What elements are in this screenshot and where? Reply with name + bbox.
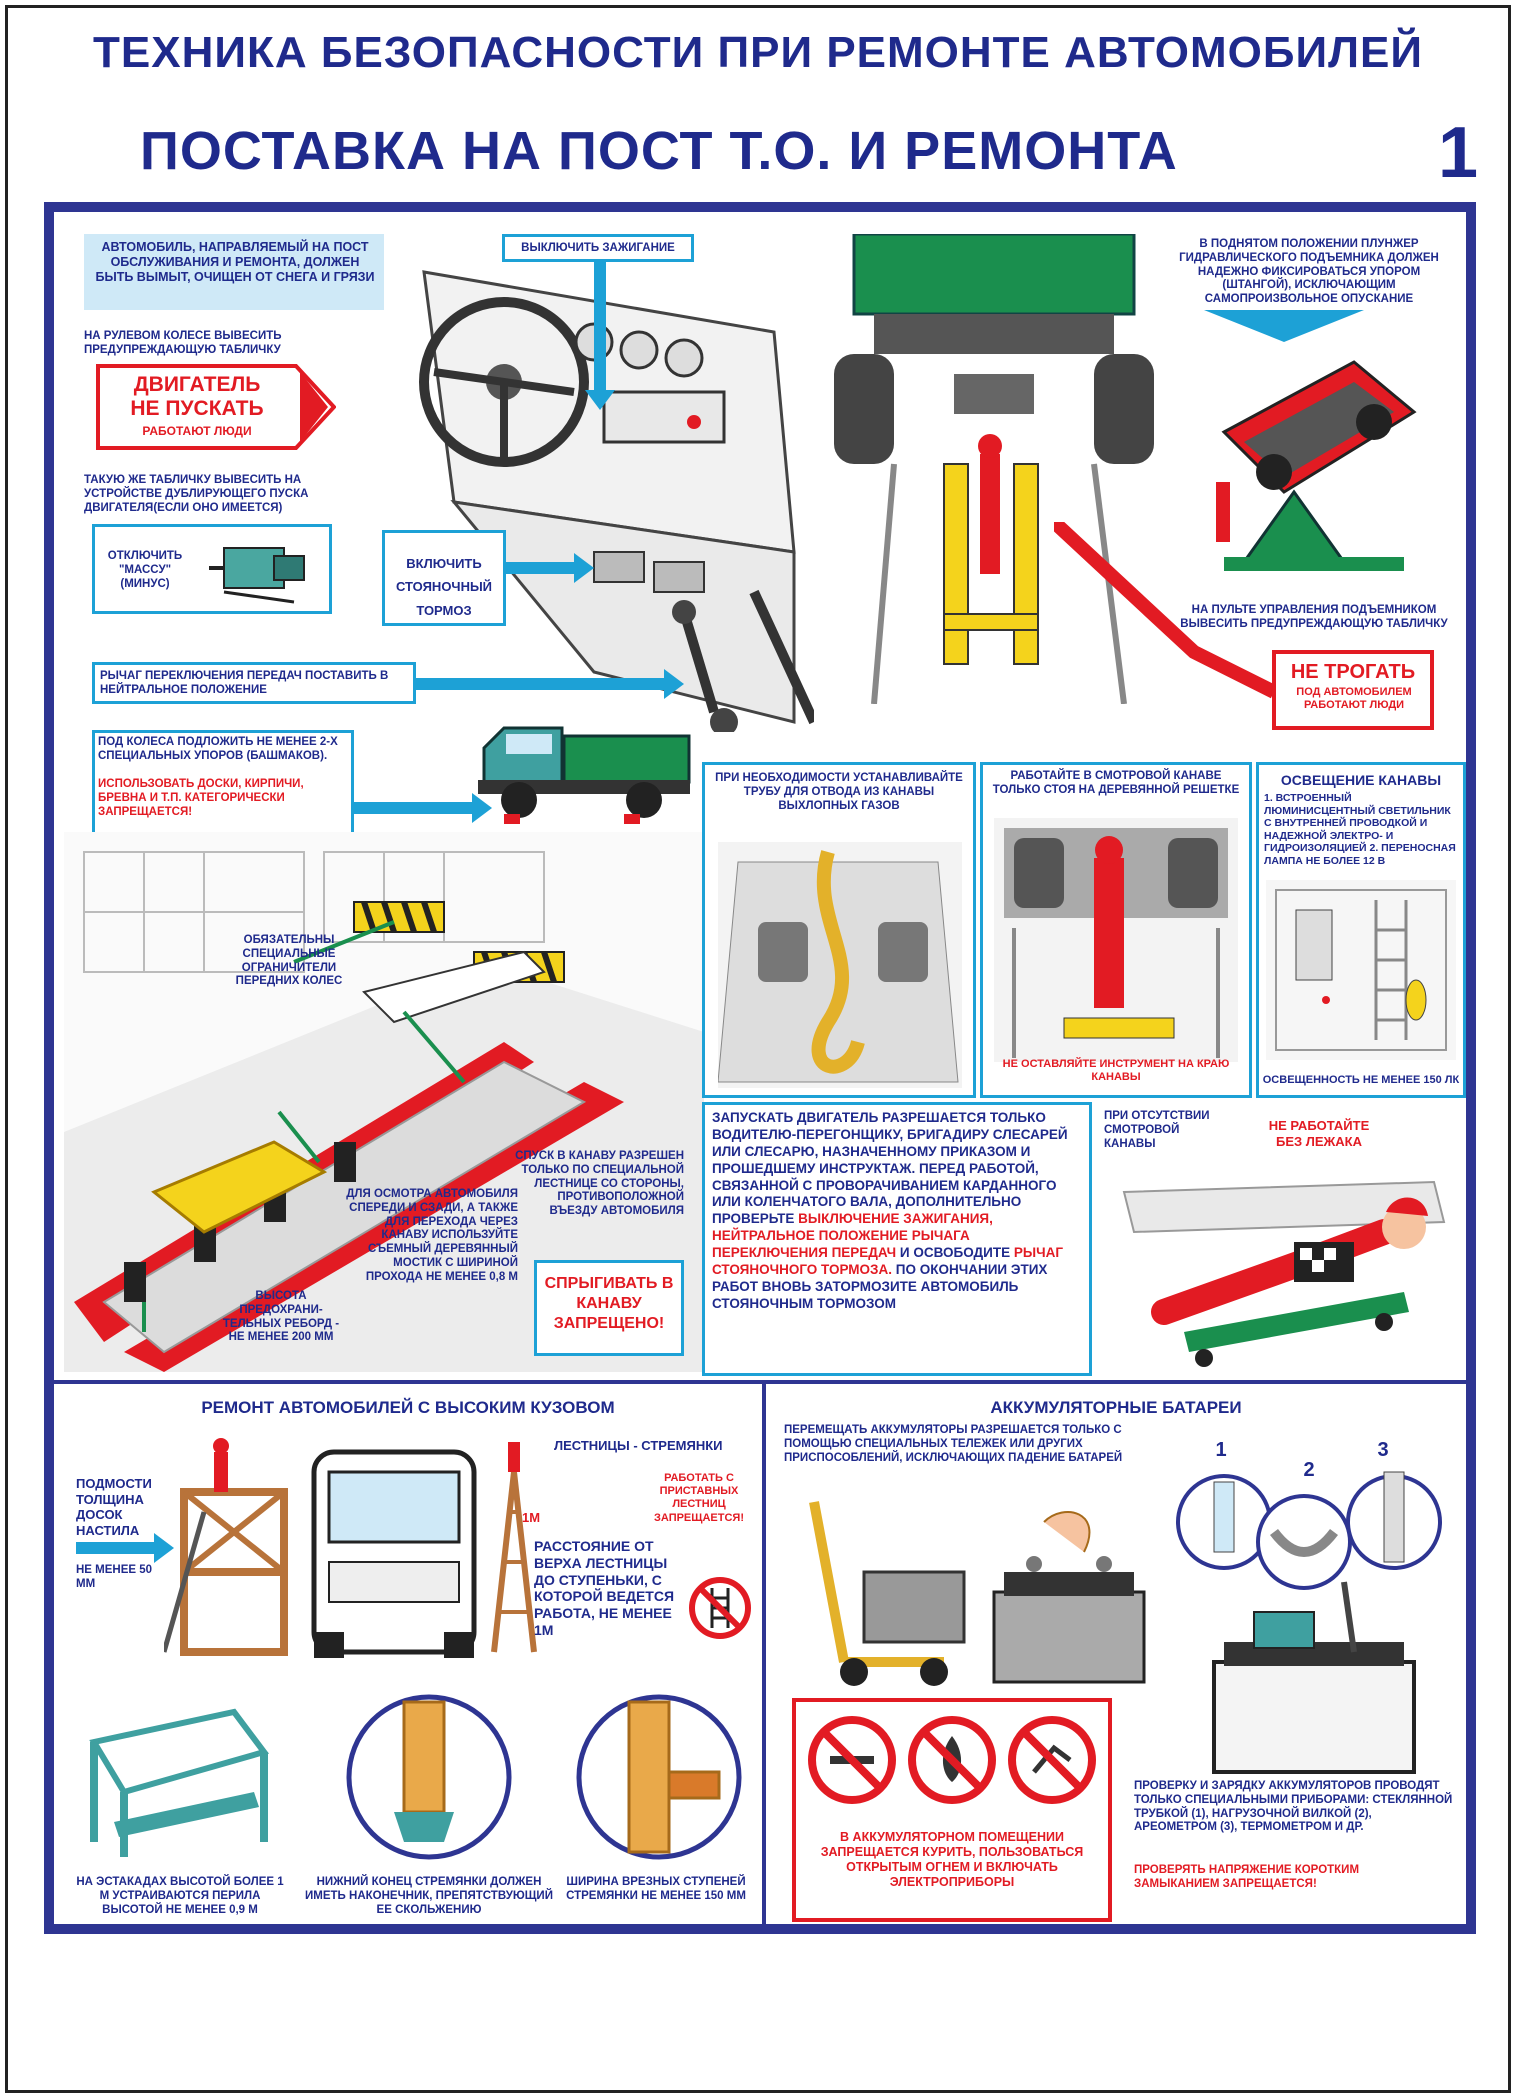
- no-jump-warning: СПРЫГИВАТЬ В КАНАВУ ЗАПРЕЩЕНО!: [544, 1275, 674, 1332]
- page-number: 1: [1438, 113, 1479, 193]
- pit-descent-note: СПУСК В КАНАВУ РАЗРЕШЕН ТОЛЬКО ПО СПЕЦИА…: [515, 1150, 684, 1218]
- overpass-illustration: [89, 1708, 270, 1857]
- battery-forbidden-note: В АККУМУЛЯТОРНОМ ПОМЕЩЕНИИ ЗАПРЕЩАЕТСЯ К…: [820, 1830, 1084, 1889]
- truck-illustration: [478, 726, 691, 824]
- gear-lever-box: [92, 662, 416, 704]
- dashboard-illustration: [419, 270, 814, 732]
- engine-sign-line3: РАБОТАЮТ ЛЮДИ: [142, 424, 252, 438]
- scaffold-min: НЕ МЕНЕЕ 50 мм: [76, 1564, 153, 1590]
- ladder-tip-note: НИЖНИЙ КОНЕЦ СТРЕМЯНКИ ДОЛЖЕН ИМЕТЬ НАКО…: [305, 1876, 553, 1916]
- scaffold-note: ПОДМОСТИ ТОЛЩИНА ДОСОК НАСТИЛА: [76, 1476, 152, 1538]
- ladder-tip-illustration: [346, 1694, 512, 1860]
- ignition-arrow: [585, 262, 615, 410]
- control-cable: [1054, 522, 1274, 699]
- parking-brake-arrow: [506, 553, 594, 583]
- lift-note: В ПОДНЯТОМ ПОЛОЖЕНИИ ПЛУНЖЕР ГИДРАВЛИЧЕС…: [1179, 238, 1439, 306]
- short-circuit-warning: ПРОВЕРЯТЬ НАПРЯЖЕНИЕ КОРОТКИМ ЗАМЫКАНИЕМ…: [1134, 1864, 1360, 1890]
- battery-tools-illustration: [1176, 1471, 1442, 1774]
- engine-start-p3: ПО ОКОНЧАНИИ ЭТИХ РАБОТ ВНОВЬ ЗАТОРМОЗИТ…: [712, 1261, 1048, 1311]
- do-not-touch-sign: [1272, 650, 1434, 730]
- wash-note: АВТОМОБИЛЬ, НАПРАВЛЯЕМЫЙ НА ПОСТ ОБСЛУЖИ…: [95, 240, 375, 284]
- car-lift-illustration: [1216, 360, 1417, 571]
- lighting-level: ОСВЕЩЕННОСТЬ НЕ МЕНЕЕ 150 лк: [1262, 1074, 1460, 1086]
- prohibition-signs: [808, 1716, 1096, 1804]
- page-title: ТЕХНИКА БЕЗОПАСНОСТИ ПРИ РЕМОНТЕ АВТОМОБ…: [93, 28, 1423, 77]
- engine-start-p1: ЗАПУСКАТЬ ДВИГАТЕЛЬ РАЗРЕШАЕТСЯ ТОЛЬКО В…: [712, 1110, 1068, 1227]
- pit-rim-height-note: ВЫСОТА ПРЕДОХРАНИ-ТЕЛЬНЫХ РЕБОРД - НЕ МЕ…: [222, 1290, 340, 1344]
- gear-lever-arrow: [416, 669, 684, 699]
- page-subtitle: ПОСТАВКА НА ПОСТ Т.О. И РЕМОНТА: [140, 121, 1178, 181]
- lighting-illustration: [1266, 880, 1456, 1060]
- gear-lever-label: РЫЧАГ ПЕРЕКЛЮЧЕНИЯ ПЕРЕДАЧ ПОСТАВИТЬ В Н…: [100, 670, 389, 696]
- section-divider: [54, 1380, 1466, 1384]
- grate-note: РАБОТАЙТЕ В СМОТРОВОЙ КАНАВЕ ТОЛЬКО СТОЯ…: [992, 770, 1240, 796]
- engine-start-p2: И ОСВОБОДИТЕ: [899, 1245, 1011, 1260]
- panel-note: НА ПУЛЬТЕ УПРАВЛЕНИЯ ПОДЪЕМНИКОМ ВЫВЕСИТ…: [1180, 604, 1448, 630]
- ladders-label: ЛЕСТНИЦЫ - СТРЕМЯНКИ: [554, 1438, 723, 1453]
- chocks-warning: ИСПОЛЬЗОВАТЬ ДОСКИ, КИРПИЧИ, БРЕВНА И Т.…: [98, 778, 304, 818]
- chocks-note: ПОД КОЛЕСА ПОДЛОЖИТЬ НЕ МЕНЕЕ 2-Х СПЕЦИА…: [98, 736, 338, 762]
- tool-number-1: 1: [1215, 1439, 1227, 1461]
- mass-switch-label: ОТКЛЮЧИТЬ "МАССУ" (МИНУС): [107, 550, 183, 590]
- parking-brake-label: ВКЛЮЧИТЬ СТОЯНОЧНЫЙ ТОРМОЗ: [395, 556, 493, 618]
- engine-start-r2: РЫЧАГ СТОЯНОЧНОГО ТОРМОЗА.: [712, 1245, 1063, 1277]
- engine-sign-line2: НЕ ПУСКАТЬ: [130, 397, 264, 420]
- battery-move-note: ПЕРЕМЕЩАТЬ АККУМУЛЯТОРЫ РАЗРЕШАЕТСЯ ТОЛЬ…: [784, 1424, 1123, 1464]
- engine-start-box: [702, 1102, 1092, 1376]
- battery-switch-illustration: [209, 547, 305, 604]
- lift-down-arrow: [1204, 310, 1364, 342]
- no-lean-ladders: РАБОТАТЬ С ПРИСТАВНЫХ ЛЕСТНИЦ ЗАПРЕЩАЕТС…: [654, 1472, 744, 1524]
- engine-start-text: ЗАПУСКАТЬ ДВИГАТЕЛЬ РАЗРЕШАЕТСЯ ТОЛЬКО В…: [712, 1110, 1086, 1313]
- lighting-text: 1. ВСТРОЕННЫЙ ЛЮМИНИСЦЕНТНЫЙ СВЕТИЛЬНИК …: [1264, 792, 1456, 867]
- bottom-divider: [762, 1384, 766, 1924]
- do-not-touch-main: НЕ ТРОГАТЬ: [1290, 661, 1416, 683]
- grate-warning: НЕ ОСТАВЛЯЙТЕ ИНСТРУМЕНТ НА КРАЮ КАНАВЫ: [1002, 1058, 1230, 1084]
- scaffold-arrow: [76, 1533, 174, 1563]
- exhaust-note: ПРИ НЕОБХОДИМОСТИ УСТАНАВЛИВАЙТЕ ТРУБУ Д…: [715, 772, 963, 812]
- batteries-title: АККУМУЛЯТОРНЫЕ БАТАРЕИ: [990, 1398, 1242, 1417]
- no-jump-box: [534, 1260, 684, 1356]
- exhaust-illustration: [718, 842, 962, 1088]
- creeper-note: ПРИ ОТСУТСТВИИ СМОТРОВОЙ КАНАВЫ: [1104, 1110, 1210, 1150]
- scaffold-bus-illustration: [164, 1438, 537, 1658]
- engine-start-r1: ВЫКЛЮЧЕНИЕ ЗАЖИГАНИЯ, НЕЙТРАЛЬНОЕ ПОЛОЖЕ…: [712, 1211, 993, 1260]
- one-meter-label: 1м: [522, 1510, 541, 1525]
- tool-number-3: 3: [1377, 1439, 1389, 1461]
- dup-start-note: ТАКУЮ ЖЕ ТАБЛИЧКУ ВЫВЕСИТЬ НА УСТРОЙСТВЕ…: [84, 474, 309, 514]
- wheel-sign-note: НА РУЛЕВОМ КОЛЕСЕ ВЫВЕСИТЬ ПРЕДУПРЕЖДАЮЩ…: [84, 330, 282, 356]
- tool-number-2: 2: [1303, 1459, 1315, 1481]
- ignition-label: ВЫКЛЮЧИТЬ ЗАЖИГАНИЕ: [521, 242, 675, 254]
- battery-check-note: ПРОВЕРКУ И ЗАРЯДКУ АККУМУЛЯТОРОВ ПРОВОДЯ…: [1134, 1780, 1453, 1834]
- creeper-illustration: [1122, 1180, 1446, 1367]
- chocks-box: [92, 730, 354, 838]
- battery-cart-illustration: [809, 1501, 1146, 1686]
- pit-limiters-note: ОБЯЗАТЕЛЬНЫ СПЕЦИАЛЬНЫЕ ОГРАНИЧИТЕЛИ ПЕР…: [235, 934, 343, 988]
- wash-note-box: [84, 234, 384, 310]
- railing-note: НА ЭСТАКАДАХ ВЫСОТОЙ БОЛЕЕ 1 м УСТРАИВАЮ…: [76, 1876, 284, 1916]
- lighting-title: ОСВЕЩЕНИЕ КАНАВЫ: [1280, 772, 1442, 788]
- lift-truck-illustration: [834, 234, 1154, 704]
- page-border: [5, 5, 1511, 2093]
- parking-brake-box: [382, 530, 506, 626]
- ladder-step-note: ШИРИНА ВРЕЗНЫХ СТУПЕНЕЙ СТРЕМЯНКИ НЕ МЕН…: [566, 1876, 746, 1902]
- poster-panel: АВТОМОБИЛЬ, НАПРАВЛЯЕМЫЙ НА ПОСТ ОБСЛУЖИ…: [44, 202, 1476, 1934]
- chocks-arrow: [354, 793, 492, 823]
- grate-illustration: [994, 818, 1238, 1062]
- creeper-warning: НЕ РАБОТАЙТЕ БЕЗ ЛЕЖАКА: [1268, 1118, 1370, 1149]
- pit-bridge-note: ДЛЯ ОСМОТРА АВТОМОБИЛЯ СПЕРЕДИ И СЗАДИ, …: [346, 1188, 518, 1283]
- ladder-distance-note: РАССТОЯНИЕ ОТ ВЕРХА ЛЕСТНИЦЫ ДО СТУПЕНЬК…: [534, 1538, 675, 1638]
- ladder-step-illustration: [576, 1694, 742, 1860]
- engine-sign-line1: ДВИГАТЕЛЬ: [133, 373, 261, 396]
- ignition-box: [502, 234, 694, 262]
- do-not-touch-sub: ПОД АВТОМОБИЛЕМ РАБОТАЮТ ЛЮДИ: [1296, 686, 1412, 712]
- engine-sign: [96, 364, 336, 450]
- high-body-title: РЕМОНТ АВТОМОБИЛЕЙ С ВЫСОКИМ КУЗОВОМ: [201, 1398, 615, 1417]
- no-ladder-sign: [689, 1577, 751, 1639]
